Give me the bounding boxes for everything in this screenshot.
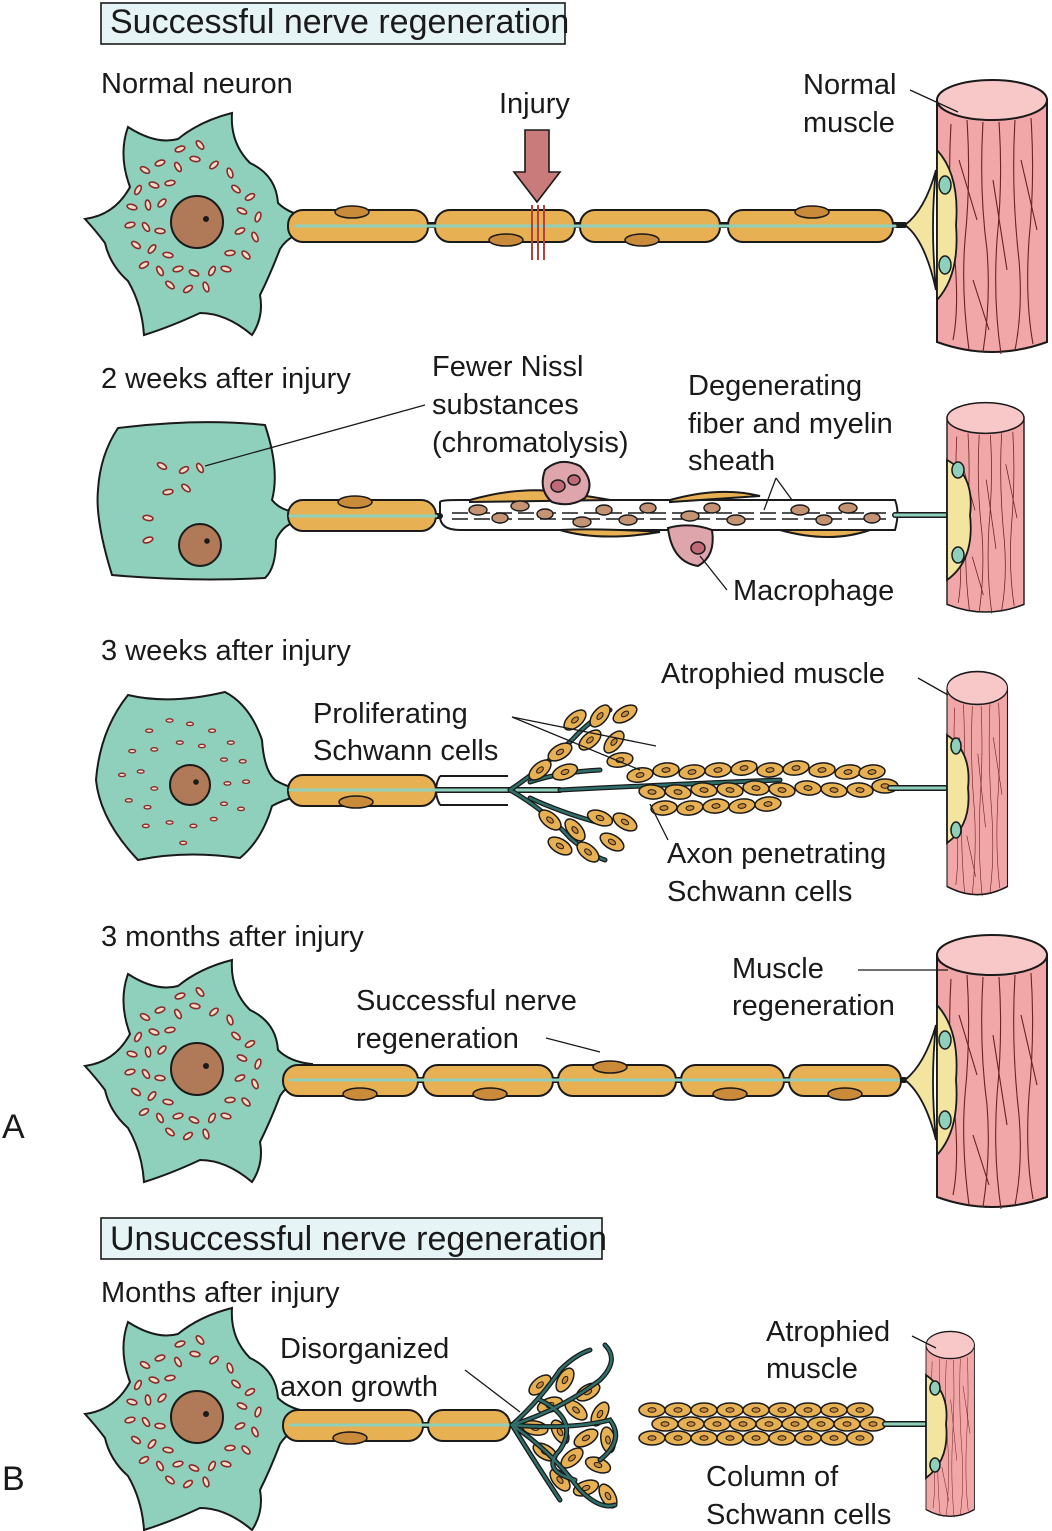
label-macrophage: Macrophage — [733, 575, 894, 607]
label-normal-muscle-2: muscle — [803, 107, 895, 139]
label-normal-muscle-1: Normal — [803, 69, 896, 101]
label-proliferating-2: Schwann cells — [313, 735, 498, 767]
label-months-after: Months after injury — [101, 1277, 340, 1309]
macrophage-bottom — [666, 524, 714, 568]
neuroma — [509, 1342, 622, 1512]
label-muscle-regen-1: Muscle — [732, 953, 824, 985]
label-axon-penetrating-1: Axon penetrating — [667, 838, 886, 870]
unsuccessful-title-box — [100, 1217, 603, 1260]
label-degenerating-3: sheath — [688, 445, 775, 477]
label-three-months: 3 months after injury — [101, 921, 364, 953]
label-atrophied-b-2: muscle — [766, 1353, 858, 1385]
row-normal-neuron: Injury Normal muscle — [85, 69, 1048, 355]
label-successful-regen-2: regeneration — [356, 1023, 519, 1055]
label-two-weeks: 2 weeks after injury — [101, 363, 351, 395]
row-three-weeks: Atrophied muscle Proliferating Schwann c… — [94, 658, 1009, 908]
label-atrophied-b-1: Atrophied — [766, 1316, 890, 1348]
label-fewer-nissl-1: Fewer Nissl — [432, 351, 583, 383]
schwann-column — [638, 1402, 887, 1446]
unsuccessful-title: Unsuccessful nerve regeneration — [110, 1220, 607, 1258]
row-two-weeks: Fewer Nissl substances (chromatolysis) D… — [96, 351, 1025, 615]
label-proliferating-1: Proliferating — [313, 698, 468, 730]
row-three-months: Muscle regeneration Successful nerve reg… — [85, 934, 1048, 1210]
label-axon-penetrating-2: Schwann cells — [667, 876, 852, 908]
label-degenerating-1: Degenerating — [688, 370, 862, 402]
label-normal-neuron: Normal neuron — [101, 68, 293, 100]
label-degenerating-2: fiber and myelin — [688, 408, 893, 440]
label-successful-regen-1: Successful nerve — [356, 985, 577, 1017]
panel-letter-a: A — [2, 1108, 25, 1146]
label-muscle-regen-2: regeneration — [732, 990, 895, 1022]
panel-letter-b: B — [2, 1460, 25, 1498]
degenerating-segment — [439, 489, 899, 538]
label-three-weeks: 3 weeks after injury — [101, 635, 351, 667]
label-injury: Injury — [499, 88, 570, 120]
neuron-b-soma — [85, 1308, 312, 1530]
label-column-schwann-1: Column of — [706, 1461, 839, 1493]
normal-soma — [85, 113, 312, 335]
label-disorganized-1: Disorganized — [280, 1333, 449, 1365]
row-months-after: Disorganized axon growth Atrophied muscl… — [85, 1308, 976, 1531]
macrophage-top — [541, 460, 591, 506]
label-fewer-nissl-3: (chromatolysis) — [432, 427, 629, 459]
successful-title-box — [100, 2, 566, 45]
successful-title: Successful nerve regeneration — [110, 3, 569, 41]
label-atrophied-muscle: Atrophied muscle — [661, 658, 885, 690]
normal-schwann-cells — [287, 205, 897, 247]
recovered-soma — [85, 960, 312, 1182]
injury-marker — [512, 129, 562, 260]
label-fewer-nissl-2: substances — [432, 389, 579, 421]
down-arrow-icon — [512, 129, 562, 204]
label-disorganized-2: axon growth — [280, 1371, 438, 1403]
label-column-schwann-2: Schwann cells — [706, 1499, 891, 1531]
